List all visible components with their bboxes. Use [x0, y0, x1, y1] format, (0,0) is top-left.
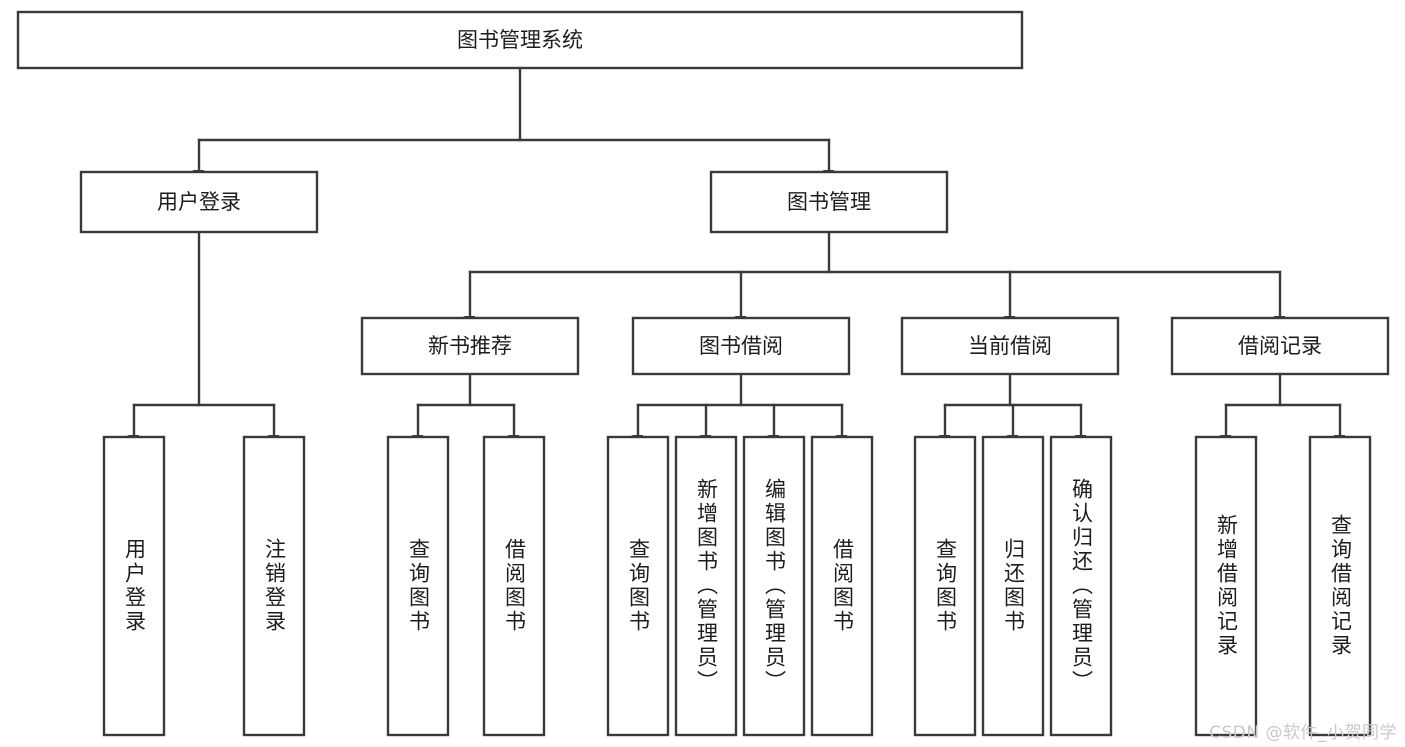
node-leaf-query-book-borrow[interactable]: [606, 435, 670, 737]
node-leaf-user-logout[interactable]: [242, 435, 306, 737]
connector-lines: [134, 66, 1340, 436]
node-label-borrow-record: 借阅记录: [1238, 334, 1322, 358]
node-current-borrow[interactable]: [900, 316, 1120, 376]
node-label-book-management: 图书管理: [787, 190, 871, 214]
node-root-book-management-system[interactable]: [16, 10, 1024, 70]
node-label-user-login: 用户登录: [157, 190, 241, 214]
node-book-management[interactable]: [709, 170, 949, 234]
node-borrow-record[interactable]: [1170, 316, 1390, 376]
node-leaf-return-book[interactable]: [981, 435, 1045, 737]
node-leaf-confirm-return-admin[interactable]: [1049, 435, 1113, 737]
node-new-book-recommend[interactable]: [360, 316, 580, 376]
node-leaf-query-borrow-record[interactable]: [1308, 435, 1372, 737]
node-boxes: [16, 10, 1390, 737]
node-leaf-user-login[interactable]: [102, 435, 166, 737]
node-leaf-add-borrow-record[interactable]: [1194, 435, 1258, 737]
watermark-text: CSDN @软件_小贺同学: [1209, 723, 1397, 743]
node-label-current-borrow: 当前借阅: [968, 334, 1052, 358]
node-leaf-borrow-book-rec[interactable]: [482, 435, 546, 737]
node-user-login[interactable]: [79, 170, 319, 234]
node-label-root: 图书管理系统: [457, 28, 583, 52]
node-leaf-query-book-rec[interactable]: [386, 435, 450, 737]
node-label-book-borrow: 图书借阅: [699, 334, 783, 358]
node-label-new-book-recommend: 新书推荐: [428, 334, 512, 358]
node-leaf-query-book-cur[interactable]: [913, 435, 977, 737]
node-leaf-edit-book-admin[interactable]: [742, 435, 806, 737]
node-leaf-add-book-admin[interactable]: [674, 435, 738, 737]
node-leaf-borrow-book[interactable]: [810, 435, 874, 737]
node-book-borrow[interactable]: [631, 316, 851, 376]
